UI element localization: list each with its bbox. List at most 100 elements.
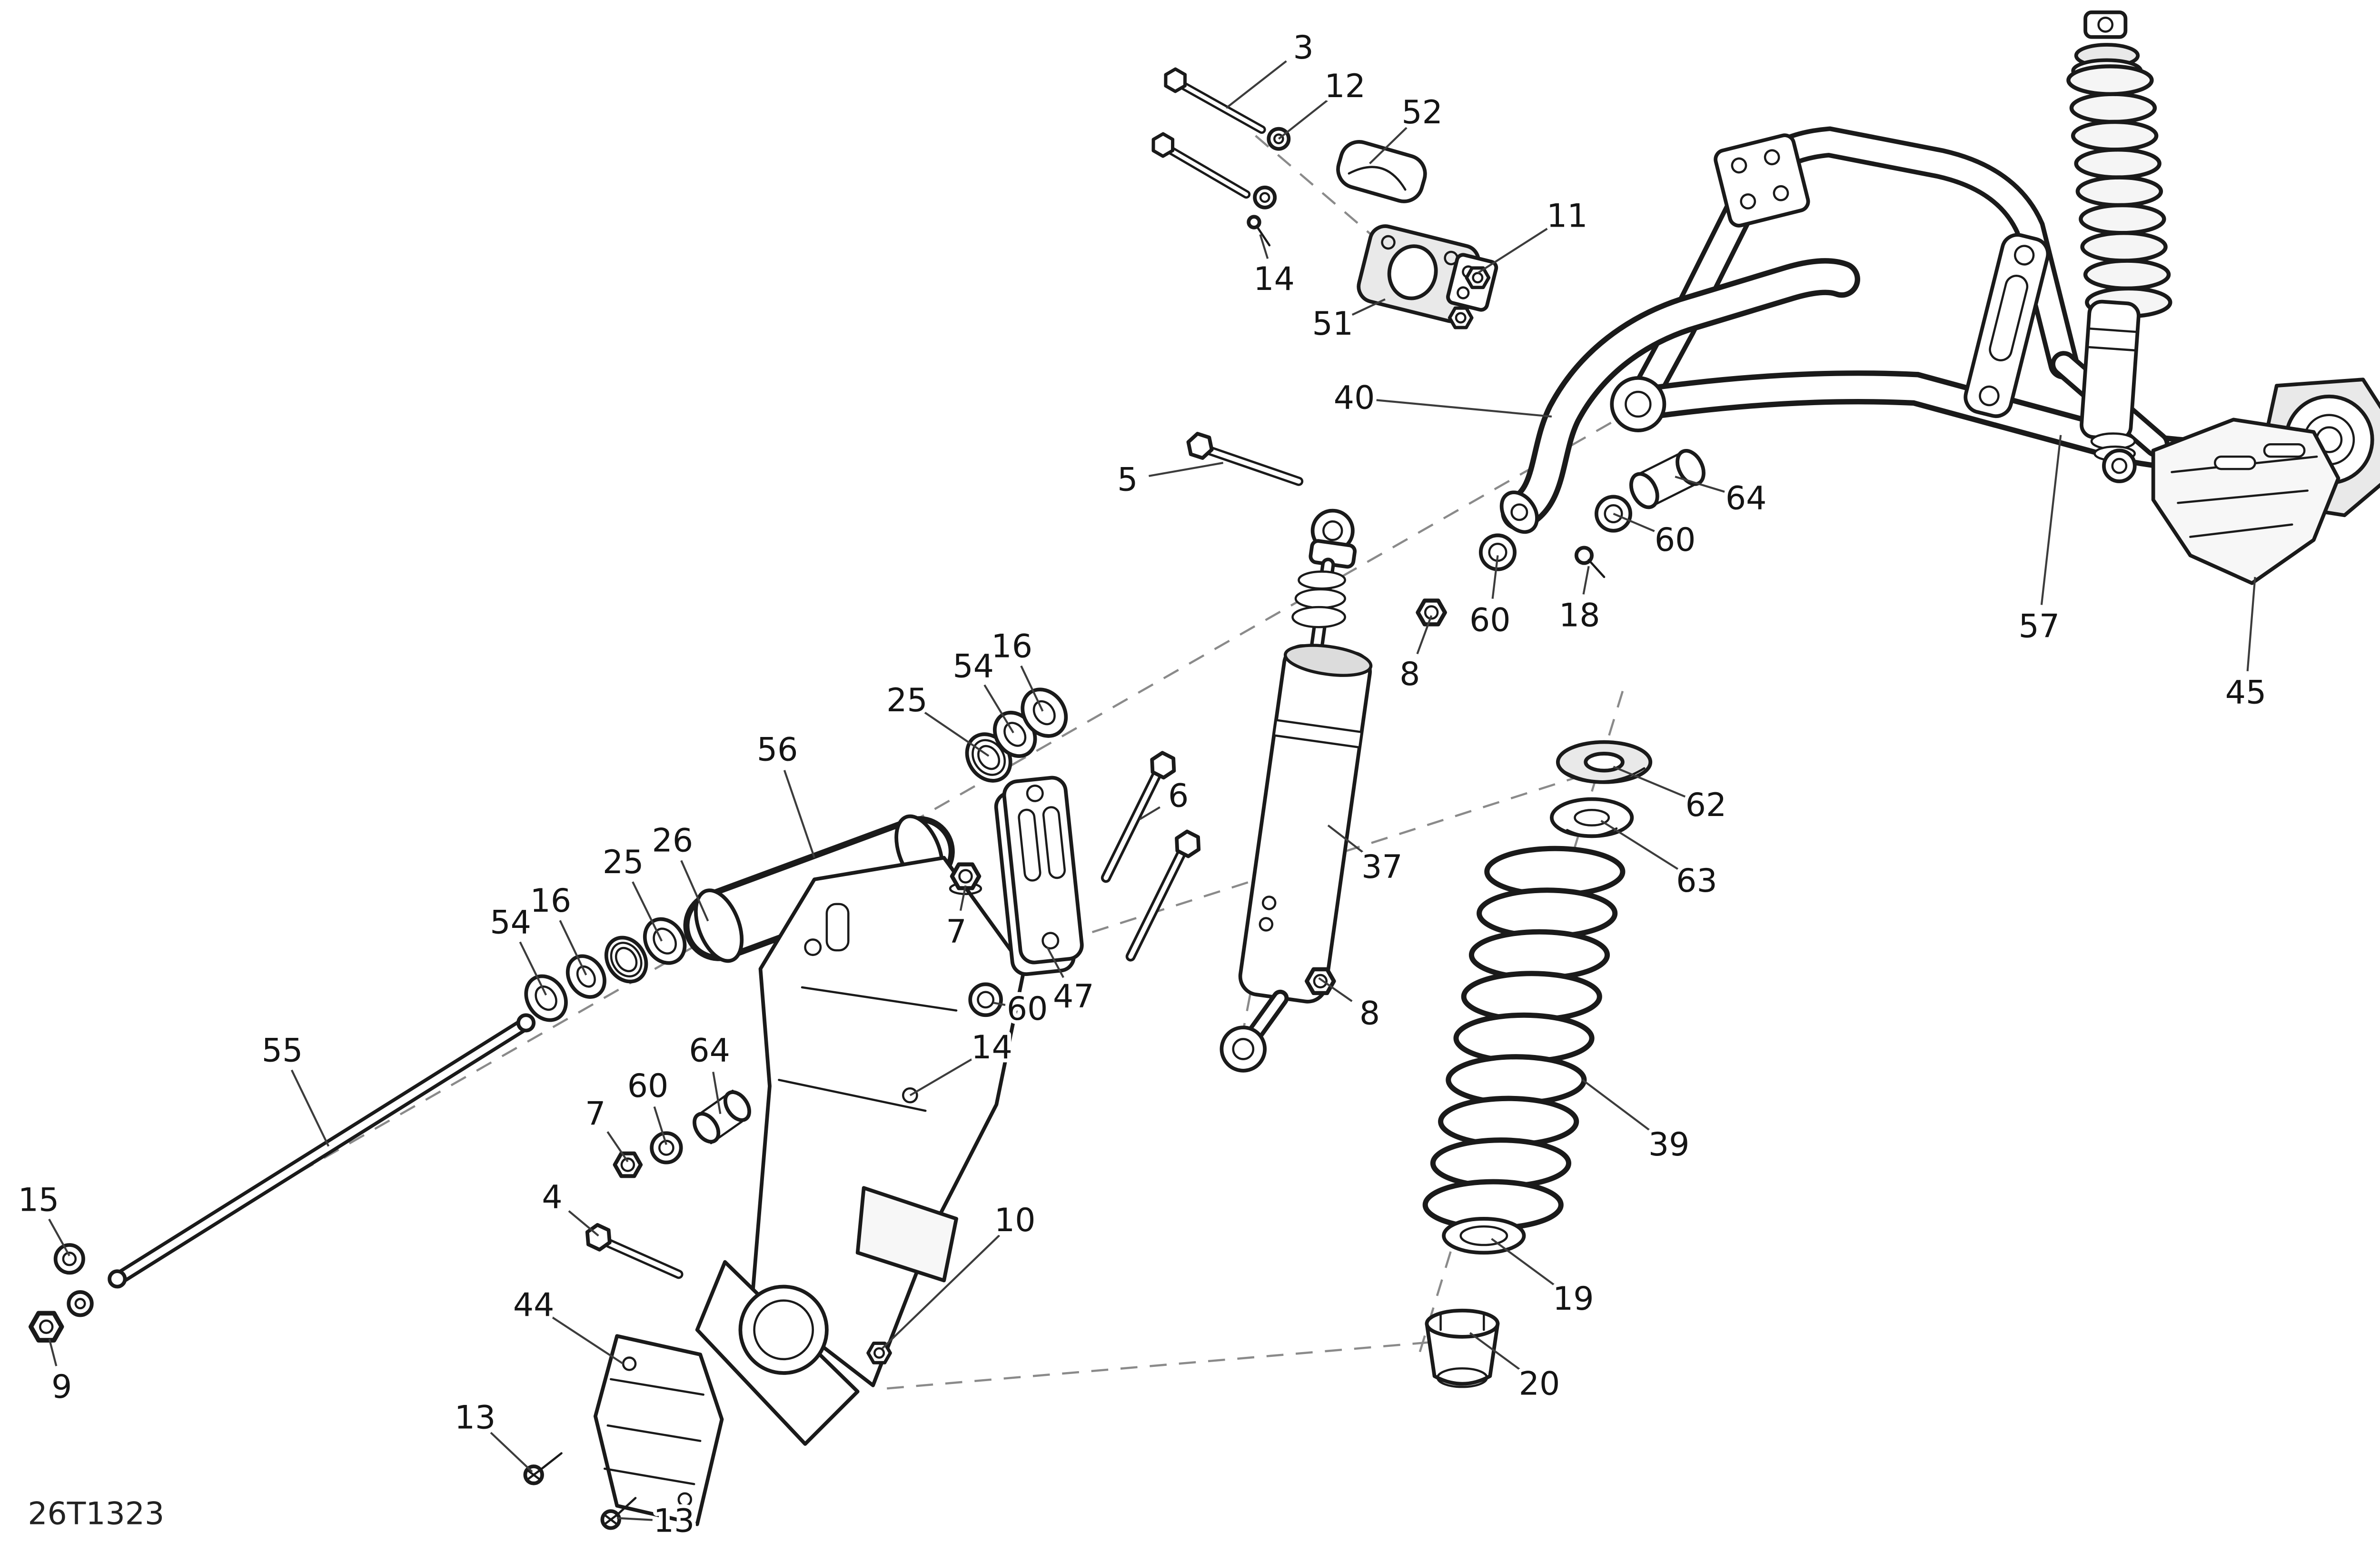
callout-leader — [290, 1069, 330, 1147]
callout-leader — [909, 1057, 974, 1096]
callout-leader — [983, 684, 1014, 734]
rear-shock-spring — [2066, 64, 2172, 319]
callout-leader — [519, 941, 547, 996]
callout-label: 20 — [1519, 1365, 1560, 1403]
callout-leader — [1582, 566, 1590, 595]
callout-leader — [1416, 615, 1433, 655]
callout-leader — [1225, 60, 1287, 109]
callout-label: 16 — [530, 882, 572, 920]
callout-label: 8 — [1399, 656, 1420, 693]
callout-label: 7 — [946, 913, 966, 951]
callout-label: 13 — [455, 1399, 496, 1437]
callout-label: 60 — [1655, 521, 1696, 559]
callout-leader — [568, 1210, 599, 1237]
washer-12a — [1267, 127, 1291, 151]
callout-label: 25 — [603, 844, 644, 881]
frame-top-bracket — [1714, 133, 1810, 228]
callout-leader — [783, 770, 815, 858]
callout-label: 26 — [652, 822, 694, 860]
callout-label: 25 — [886, 682, 928, 719]
nut-9 — [28, 1311, 64, 1343]
flange-nut-7-lower — [613, 1151, 643, 1178]
washer-9b — [67, 1290, 94, 1317]
callout-label: 54 — [490, 904, 531, 941]
callout-leader — [1046, 946, 1064, 978]
bearing-stack-right — [965, 687, 1068, 783]
frame-link-plate — [1964, 233, 2050, 418]
clamp-half-52 — [1336, 140, 1427, 203]
bushing-60-mid — [968, 982, 1003, 1017]
bolt-5 — [1186, 432, 1304, 486]
shock-absorber-37 — [1220, 508, 1373, 1073]
bolt-6a — [1101, 751, 1176, 883]
washer-16-left — [565, 954, 606, 999]
callout-leader — [632, 881, 663, 942]
bushing-11a — [1465, 266, 1491, 289]
screw-13b — [600, 1497, 637, 1530]
callout-label: 51 — [1312, 305, 1353, 343]
callout-label: 56 — [757, 731, 798, 769]
callout-label: 5 — [1117, 461, 1138, 498]
callout-label: 62 — [1686, 786, 1727, 824]
clamp-block-51 — [1357, 224, 1498, 323]
pin-14 — [1247, 215, 1271, 247]
callout-leader — [924, 711, 990, 757]
bushing-60-lower — [650, 1131, 683, 1165]
callout-leader — [1376, 399, 1552, 418]
callout-leader — [959, 885, 967, 911]
callout-leader — [1369, 127, 1408, 164]
callout-label: 11 — [1547, 197, 1588, 235]
callout-leader — [617, 1517, 653, 1521]
callout-label: 64 — [1726, 479, 1767, 517]
callout-leader — [1491, 1238, 1557, 1287]
callout-leader — [1675, 476, 1726, 493]
washer-12b — [1253, 185, 1277, 209]
coil-spring-39 — [1422, 846, 1626, 1231]
nut-10 — [866, 1341, 892, 1364]
bolt-3b — [1151, 132, 1251, 199]
nut-8-lower — [1305, 967, 1336, 996]
screw-13a — [523, 1452, 563, 1485]
callout-leader — [1613, 766, 1686, 798]
spacer-ring-19 — [1442, 1217, 1526, 1255]
callout-label: 14 — [971, 1029, 1012, 1066]
rear-shock-assembly — [2066, 10, 2172, 483]
callout-label: 45 — [2225, 674, 2267, 712]
washer-16-right — [1021, 687, 1068, 738]
callout-leader — [1139, 806, 1160, 820]
callout-leader — [1491, 555, 1499, 599]
callout-label: 37 — [1361, 848, 1403, 886]
callout-leader — [1351, 298, 1386, 316]
callout-leader — [606, 1131, 629, 1163]
callout-leader — [993, 1002, 1006, 1006]
spring-seat-62 — [1556, 740, 1653, 784]
callout-label: 9 — [51, 1368, 72, 1406]
frame-pivot-hub — [1610, 376, 1666, 432]
callout-leader — [882, 1234, 1001, 1349]
flange-nut-7-upper — [949, 862, 982, 896]
callout-leader — [680, 860, 709, 922]
pivot-rod-55 — [108, 1013, 536, 1289]
callout-label: 60 — [627, 1067, 669, 1105]
callout-leader — [559, 920, 587, 976]
bolt-6b — [1125, 829, 1201, 962]
bolt-3a — [1164, 67, 1266, 134]
callout-label: 64 — [689, 1032, 730, 1069]
callout-label: 39 — [1648, 1126, 1690, 1164]
callout-leader — [551, 1316, 624, 1365]
callout-label: 14 — [1253, 260, 1295, 298]
callout-label: 19 — [1553, 1280, 1594, 1318]
callout-label: 13 — [654, 1503, 695, 1540]
callout-leader — [48, 1218, 70, 1256]
link-bracket-47 — [994, 776, 1084, 976]
bushing-11b — [1448, 306, 1474, 329]
sleeve-64-lower — [693, 1089, 751, 1145]
callout-label: 4 — [542, 1178, 562, 1216]
callout-label: 3 — [1293, 29, 1314, 67]
swing-arm-56 — [683, 814, 1026, 1446]
callout-leader — [653, 1106, 667, 1145]
callout-label: 57 — [2019, 607, 2060, 645]
callout-label: 15 — [18, 1182, 60, 1219]
seal-54-left — [524, 974, 568, 1022]
